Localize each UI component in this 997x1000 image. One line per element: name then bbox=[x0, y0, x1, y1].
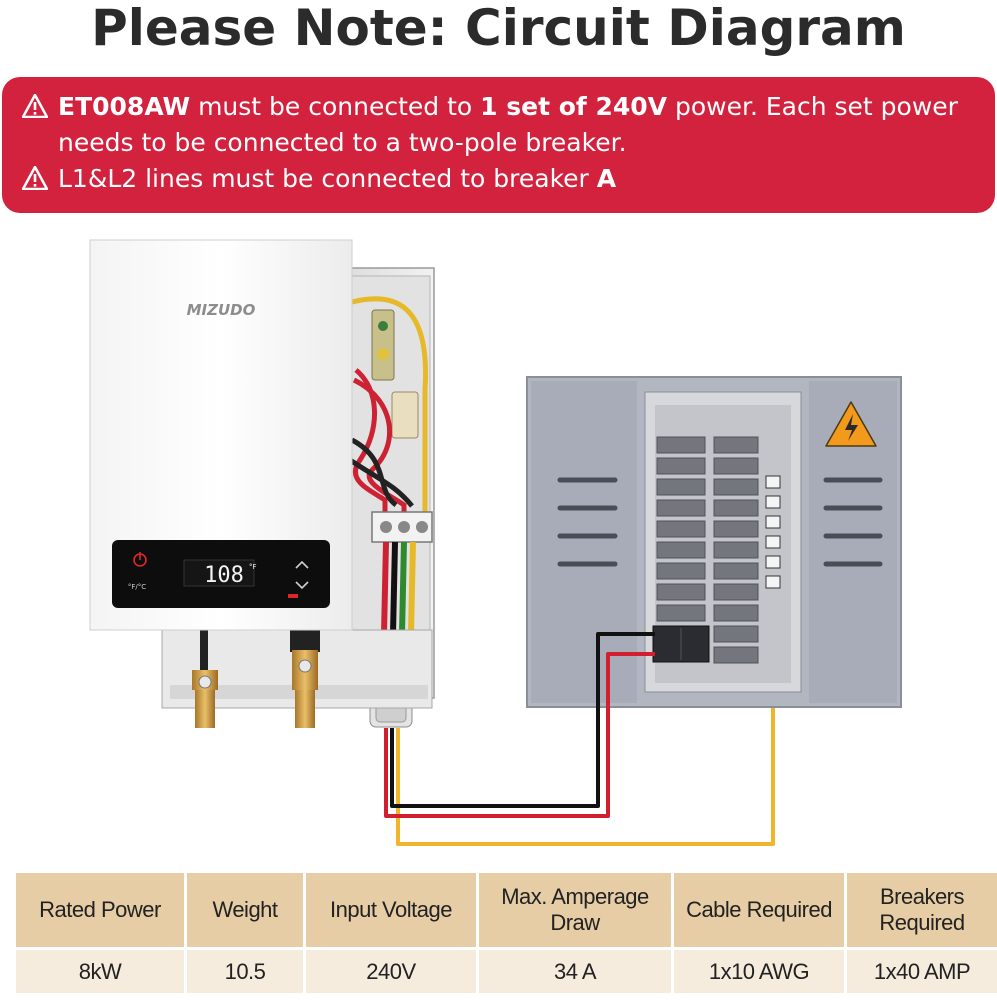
notice-text: power. Each set power bbox=[667, 92, 958, 121]
notice-line-3: L1&L2 lines must be connected to breaker… bbox=[22, 161, 975, 197]
notice-highlight: 1 set of 240V bbox=[480, 92, 668, 121]
breaker-label: A bbox=[596, 164, 617, 193]
table-header: Input Voltage bbox=[306, 873, 476, 947]
warning-icon bbox=[22, 94, 48, 118]
table-cell: 10.5 bbox=[187, 950, 303, 993]
table-header: Max. Amperage Draw bbox=[479, 873, 671, 947]
table-header: Breakers Required bbox=[847, 873, 997, 947]
breaker-panel bbox=[526, 376, 902, 708]
water-inlet-fitting bbox=[192, 628, 218, 728]
circuit-diagram: MIZUDO °F/°C 108 °F bbox=[89, 239, 902, 846]
temp-down-icon[interactable] bbox=[295, 581, 309, 590]
notice-banner: ET008AW must be connected to 1 set of 24… bbox=[2, 77, 995, 213]
wiring bbox=[384, 632, 775, 846]
temperature-unit: °F bbox=[249, 563, 257, 571]
notice-text: must be connected to bbox=[190, 92, 481, 121]
table-cell: 8kW bbox=[16, 950, 184, 993]
table-cell: 1x40 AMP bbox=[847, 950, 997, 993]
table-header: Rated Power bbox=[16, 873, 184, 947]
warning-icon bbox=[22, 166, 48, 190]
table-cell: 34 A bbox=[479, 950, 671, 993]
model-number: ET008AW bbox=[58, 92, 191, 121]
yellow-ground-wire bbox=[396, 708, 775, 846]
table-cell: 1x10 AWG bbox=[674, 950, 844, 993]
high-voltage-icon bbox=[825, 401, 877, 447]
water-outlet-fitting bbox=[290, 630, 320, 728]
temperature-display: 108 bbox=[204, 563, 244, 588]
spec-table: Rated Power Weight Input Voltage Max. Am… bbox=[16, 873, 997, 993]
brand-logo: MIZUDO bbox=[187, 301, 256, 319]
black-l1-wire bbox=[390, 632, 655, 808]
notice-line-2: needs to be connected to a two-pole brea… bbox=[58, 128, 627, 157]
page-title: Please Note: Circuit Diagram bbox=[91, 0, 906, 57]
unit-toggle-button[interactable]: °F/°C bbox=[128, 583, 146, 591]
table-cell: 240V bbox=[306, 950, 476, 993]
notice-text: L1&L2 lines must be connected to breaker bbox=[58, 164, 597, 193]
red-l2-wire bbox=[384, 652, 655, 818]
table-header: Cable Required bbox=[674, 873, 844, 947]
wiring-compartment bbox=[329, 267, 435, 728]
water-heater: MIZUDO °F/°C 108 °F bbox=[89, 239, 353, 631]
notice-line-1: ET008AW must be connected to 1 set of 24… bbox=[22, 89, 975, 125]
temp-up-icon[interactable] bbox=[295, 560, 309, 569]
table-header: Weight bbox=[187, 873, 303, 947]
